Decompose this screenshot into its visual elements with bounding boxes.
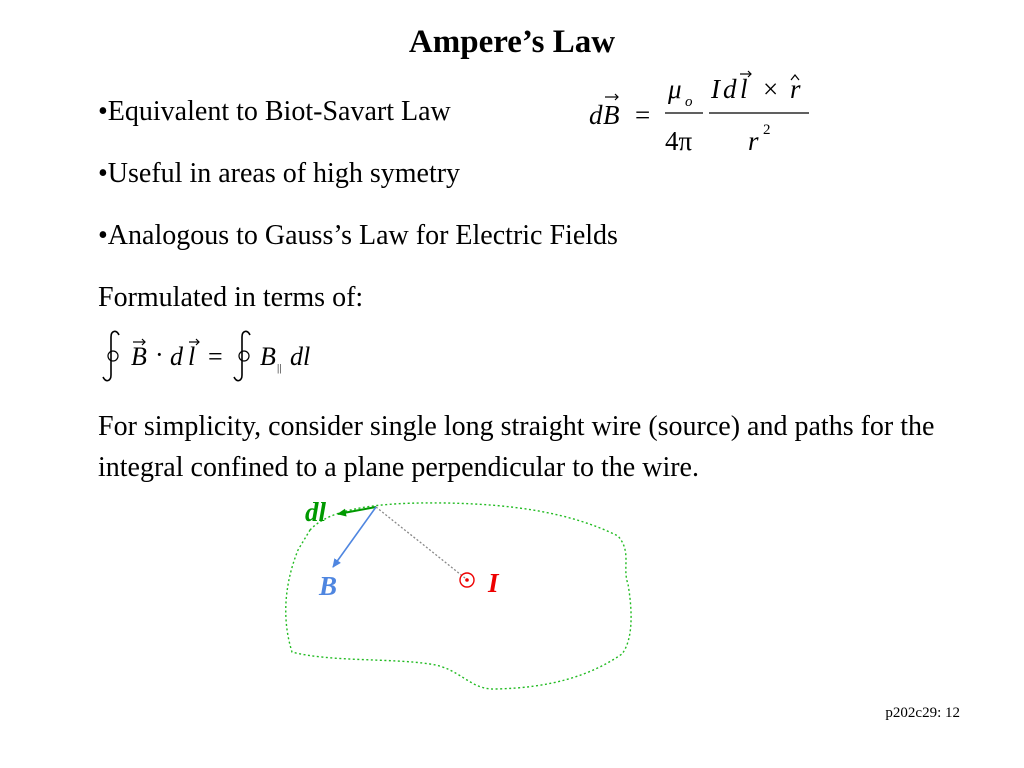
bullet-biot-savart: •Equivalent to Biot-Savart Law [98, 96, 451, 127]
eq-B: B [603, 100, 620, 130]
ampere-dl: dl [290, 342, 310, 371]
wire-path-diagram: dl B I [285, 497, 632, 690]
closed-loop-symbol-1 [107, 350, 119, 362]
wire-out-of-page-icon [459, 572, 475, 588]
ampere-B-parallel: B [260, 342, 276, 371]
current-label: I [487, 568, 500, 598]
ampere-line-integral: B d l B dl · = || [102, 330, 310, 382]
eq-cross: × [763, 74, 778, 104]
eq-mu: μ [667, 74, 682, 104]
biot-savart-equation: d B μ o I d l r r = × 4π 2 [589, 70, 809, 156]
b-label: B [318, 571, 337, 601]
eq-r: r [748, 126, 759, 156]
dl-arrow [337, 506, 377, 517]
eq-l: l [740, 74, 748, 104]
eq-four-pi: 4π [665, 126, 693, 156]
parallel-subscript: || [277, 362, 281, 374]
eq-I: I [710, 74, 722, 104]
bullet-symmetry: •Useful in areas of high symetry [98, 158, 461, 189]
formulated-label: Formulated in terms of: [98, 282, 364, 313]
eq-rhat: r [790, 74, 801, 104]
closed-loop-symbol-2 [238, 350, 250, 362]
radial-connector [375, 506, 466, 579]
ampere-B: B [131, 342, 147, 371]
integral-sign-2 [233, 330, 251, 382]
eq-mu-sub: o [685, 94, 693, 110]
bullet-gauss-analogy: •Analogous to Gauss’s Law for Electric F… [98, 220, 618, 251]
ampere-d: d [170, 342, 184, 371]
dl-label: dl [305, 497, 327, 527]
amperian-path [285, 502, 632, 690]
description-paragraph: For simplicity, consider single long str… [98, 411, 935, 483]
eq-exponent: 2 [763, 122, 771, 138]
b-field-arrow [332, 506, 377, 568]
eq-equals: = [635, 100, 650, 130]
ampere-dot: · [155, 340, 164, 369]
ampere-equals: = [208, 342, 223, 371]
ampere-l: l [188, 342, 195, 371]
eq-d2: d [723, 74, 737, 104]
eq-d: d [589, 100, 603, 130]
slide-title: Ampere’s Law [408, 24, 616, 60]
slide-footer: p202c29: 12 [885, 705, 960, 721]
integral-sign-1 [102, 330, 120, 382]
